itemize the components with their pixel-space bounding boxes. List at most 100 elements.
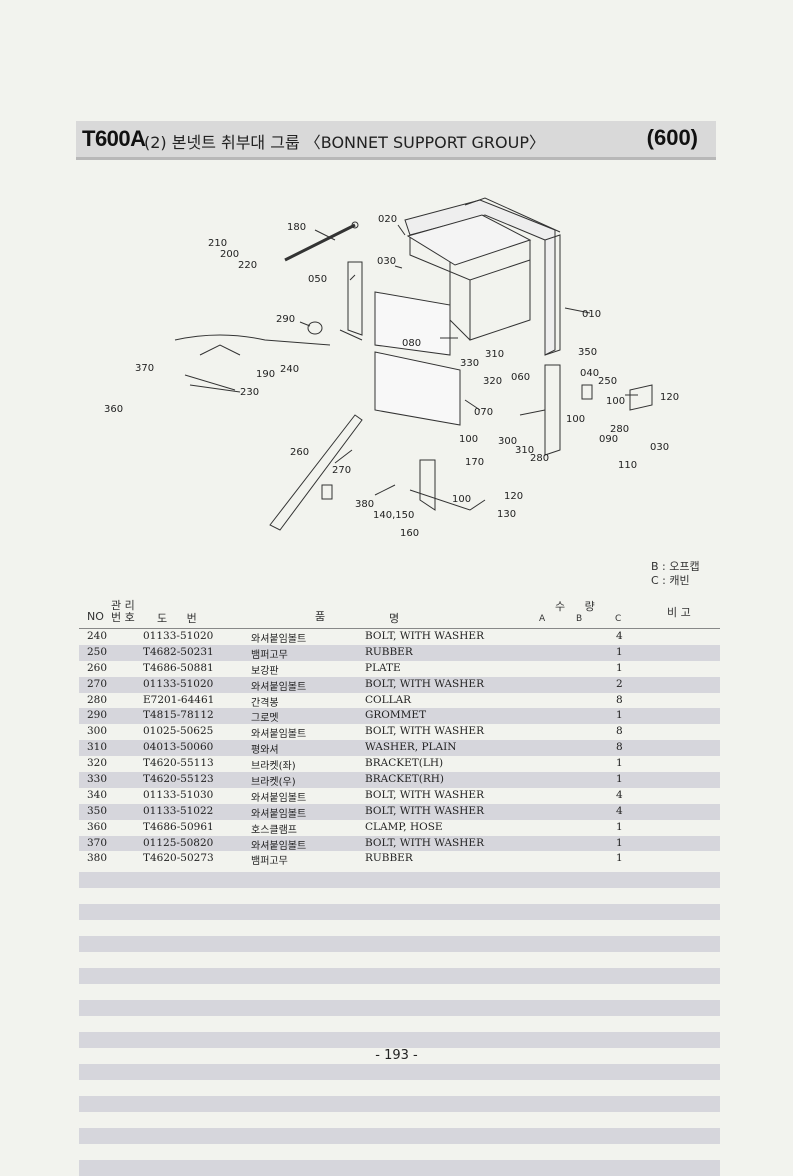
row-name: GROMMET <box>365 709 427 722</box>
row-name: BOLT, WITH WASHER <box>365 804 484 817</box>
svg-text:200: 200 <box>220 249 239 260</box>
svg-text:250: 250 <box>598 376 617 387</box>
row-part-no: T4815-78112 <box>143 709 214 722</box>
row-name: RUBBER <box>365 645 413 658</box>
row-no: 290 <box>87 709 108 722</box>
row-part-no: T4620-55113 <box>143 757 214 770</box>
header-part-no: 도 번 <box>157 612 205 625</box>
empty-row <box>79 1096 720 1112</box>
row-qty: 4 <box>616 804 623 817</box>
row-qty: 1 <box>616 836 623 849</box>
table-row: 350 01133-51022 와셔붙임볼트 BOLT, WITH WASHER 4 <box>79 803 720 820</box>
row-no: 350 <box>87 804 108 817</box>
empty-row <box>79 952 720 968</box>
row-name-kor: 브라켓(좌) <box>251 761 296 773</box>
row-name-kor: 그로멧 <box>251 713 279 725</box>
row-part-no: 01133-51030 <box>143 788 214 801</box>
svg-text:120: 120 <box>504 491 523 502</box>
model-name: T600A <box>82 126 146 151</box>
row-name: COLLAR <box>365 693 412 706</box>
empty-row <box>79 1016 720 1032</box>
row-qty: 8 <box>616 725 623 738</box>
row-qty: 8 <box>616 693 623 706</box>
svg-text:110: 110 <box>618 460 637 471</box>
row-part-no: T4682-50231 <box>143 645 214 658</box>
row-qty: 2 <box>616 677 623 690</box>
svg-text:090: 090 <box>599 434 618 445</box>
svg-text:240: 240 <box>280 364 299 375</box>
row-part-no: 01125-50820 <box>143 836 214 849</box>
table-header: NO 관 리 번 호 도 번 품 명 수 량 A B C 비 고 <box>79 598 720 629</box>
empty-row <box>79 1160 720 1176</box>
title-bar: T600A (2) 본넷트 취부대 그룹 〈BONNET SUPPORT GRO… <box>76 121 716 160</box>
row-part-no: E7201-64461 <box>143 693 215 706</box>
row-no: 370 <box>87 836 108 849</box>
empty-row <box>79 1032 720 1048</box>
empty-row <box>79 920 720 936</box>
row-name-kor: 와셔붙임볼트 <box>251 729 307 741</box>
header-mgmt: 관 리 번 호 <box>111 599 135 624</box>
svg-text:130: 130 <box>497 509 516 520</box>
row-name: BOLT, WITH WASHER <box>365 788 484 801</box>
svg-text:100: 100 <box>606 396 625 407</box>
empty-table-rows <box>79 872 720 1176</box>
row-part-no: 01133-51022 <box>143 804 214 817</box>
svg-text:070: 070 <box>474 407 493 418</box>
legend-b: B : 오프캡 <box>651 560 700 573</box>
row-no: 240 <box>87 630 108 642</box>
empty-row <box>79 872 720 888</box>
svg-text:330: 330 <box>460 358 479 369</box>
svg-text:320: 320 <box>483 376 502 387</box>
row-part-no: T4686-50881 <box>143 661 214 674</box>
header-name-kor: 품 <box>315 610 326 623</box>
svg-text:210: 210 <box>208 238 227 249</box>
svg-text:280: 280 <box>530 453 549 464</box>
row-qty: 1 <box>616 820 623 833</box>
svg-text:050: 050 <box>308 274 327 285</box>
section-title: (2) 본넷트 취부대 그룹 〈BONNET SUPPORT GROUP〉 <box>144 133 546 152</box>
row-name: BRACKET(LH) <box>365 757 444 770</box>
row-qty: 1 <box>616 773 623 786</box>
row-qty: 1 <box>616 661 623 674</box>
row-no: 360 <box>87 820 108 833</box>
empty-row <box>79 1064 720 1080</box>
row-name-kor: 와셔붙임볼트 <box>251 840 307 852</box>
svg-text:260: 260 <box>290 447 309 458</box>
svg-text:100: 100 <box>459 434 478 445</box>
svg-text:060: 060 <box>511 372 530 383</box>
row-no: 320 <box>87 757 108 770</box>
row-name-kor: 간격봉 <box>251 697 279 709</box>
svg-text:310: 310 <box>515 445 534 456</box>
row-name-kor: 뱀퍼고무 <box>251 856 288 868</box>
row-qty: 4 <box>616 630 623 642</box>
page-number: - 193 - <box>375 1048 418 1063</box>
header-remarks: 비 고 <box>667 606 691 619</box>
svg-text:100: 100 <box>452 494 471 505</box>
svg-text:270: 270 <box>332 465 351 476</box>
row-qty: 8 <box>616 741 623 754</box>
svg-text:040: 040 <box>580 368 599 379</box>
row-name-kor: 뱀퍼고무 <box>251 649 288 661</box>
svg-text:180: 180 <box>287 222 306 233</box>
svg-text:030: 030 <box>650 442 669 453</box>
row-name-kor: 보강판 <box>251 665 279 677</box>
svg-text:280: 280 <box>610 424 629 435</box>
empty-row <box>79 984 720 1000</box>
row-name-kor: 와셔붙임볼트 <box>251 681 307 693</box>
row-no: 270 <box>87 677 108 690</box>
legend: B : 오프캡 C : 캐빈 <box>651 560 700 588</box>
row-name: BRACKET(RH) <box>365 773 445 786</box>
row-name-kor: 와셔붙임볼트 <box>251 808 307 820</box>
row-qty: 1 <box>616 852 623 865</box>
svg-text:220: 220 <box>238 260 257 271</box>
